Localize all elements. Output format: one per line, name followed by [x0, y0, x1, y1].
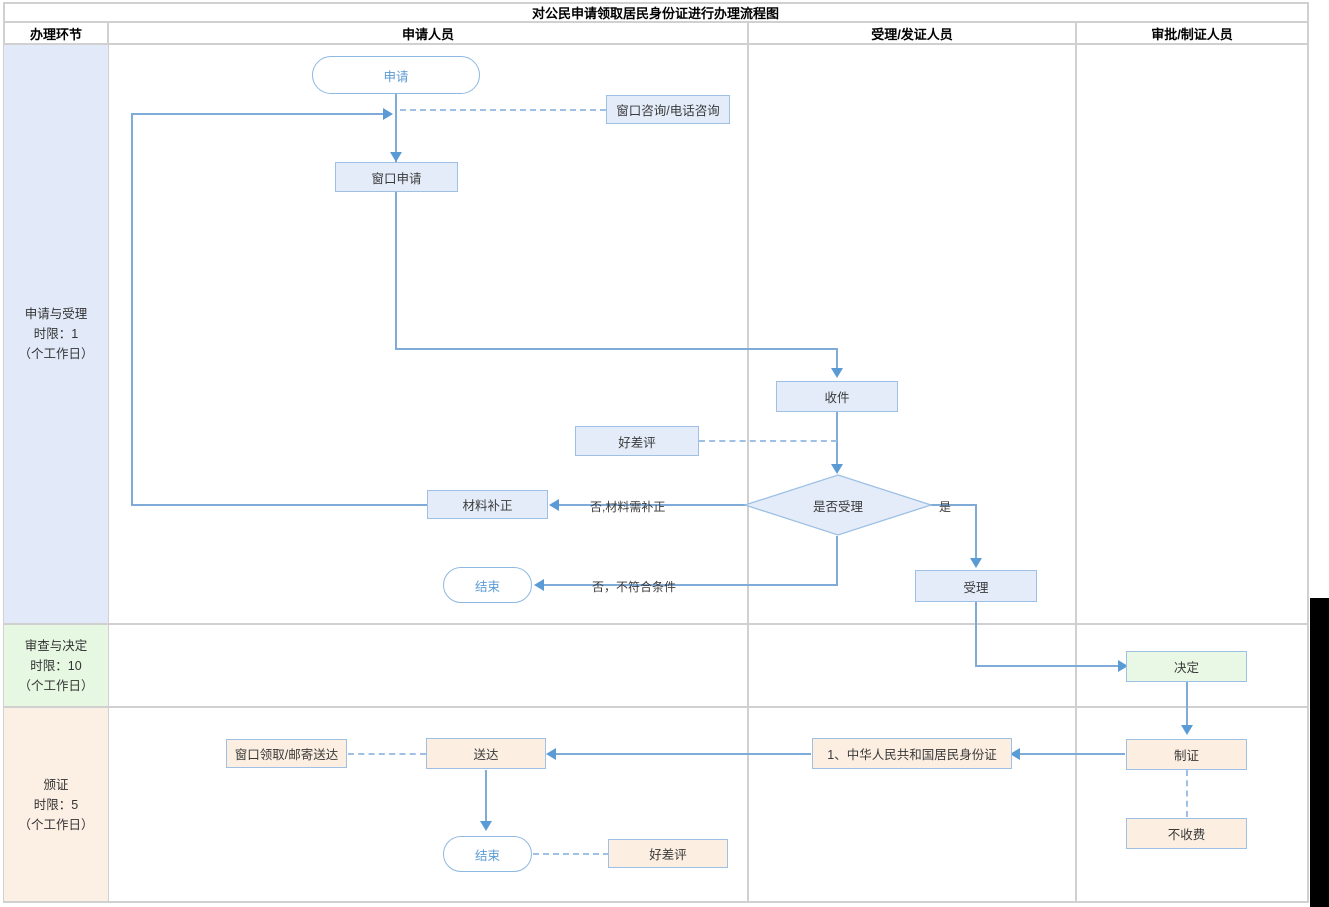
col-divider-3 — [1075, 21, 1077, 903]
conn-deliver-to-end — [485, 770, 487, 826]
col-divider-1 — [107, 21, 109, 903]
arrow-to-end-bottom — [480, 821, 492, 831]
right-edge-artifact — [1310, 598, 1329, 907]
node-end-top[interactable]: 结束 — [443, 567, 532, 603]
table-top-border — [3, 2, 1309, 4]
node-accept[interactable]: 受理 — [915, 570, 1037, 602]
conn-accept-down — [975, 602, 977, 666]
dash-end-to-rating-bottom — [533, 853, 609, 855]
edge-label-not-qualified: 否，不符合条件 — [592, 580, 677, 594]
arrow-to-make-card — [1181, 725, 1193, 735]
conn-apply-to-window-apply — [395, 92, 397, 164]
stage-name-2: 审查与决定 — [24, 638, 88, 653]
column-header-acceptor: 受理/发证人员 — [871, 26, 953, 42]
conn-loop-bottom — [131, 504, 431, 506]
dash-rating-top — [699, 440, 837, 442]
stage-name-3: 颁证 — [43, 777, 69, 792]
column-header-applicant: 申请人员 — [401, 26, 454, 42]
arrow-to-window-apply — [390, 152, 402, 162]
dash-pickup-to-deliver — [348, 753, 426, 755]
conn-window-apply-down — [395, 191, 397, 349]
node-rating-bottom[interactable]: 好差评 — [608, 839, 728, 868]
arrow-to-material-fix — [549, 499, 559, 511]
conn-decision-yes-right — [906, 504, 977, 506]
node-pickup[interactable]: 窗口领取/邮寄送达 — [226, 739, 347, 768]
node-deliver[interactable]: 送达 — [426, 738, 546, 769]
node-consult[interactable]: 窗口咨询/电话咨询 — [606, 95, 730, 124]
dash-make-to-nofee — [1186, 770, 1188, 817]
stage-name-1: 申请与受理 — [24, 307, 88, 321]
conn-decision-yes-down — [975, 504, 977, 562]
node-receive[interactable]: 收件 — [776, 381, 898, 412]
conn-loop-top — [131, 113, 389, 115]
page-title: 对公民申请领取居民身份证进行办理流程图 — [531, 6, 779, 21]
node-no-fee[interactable]: 不收费 — [1126, 818, 1247, 849]
conn-decision-to-fix — [559, 504, 767, 506]
column-header-stage: 办理环节 — [29, 26, 82, 42]
conn-window-apply-right — [395, 348, 838, 350]
node-decide[interactable]: 决定 — [1126, 651, 1247, 682]
column-header-approver: 审批/制证人员 — [1151, 26, 1233, 42]
node-decision-accept[interactable]: 是否受理 — [744, 474, 932, 536]
diamond-shape-icon — [744, 474, 932, 536]
conn-decide-to-make — [1186, 682, 1188, 730]
arrow-to-decision — [831, 464, 843, 474]
node-id-card[interactable]: 1、中华人民共和国居民身份证 — [812, 738, 1012, 769]
node-end-bottom[interactable]: 结束 — [443, 836, 532, 872]
conn-to-receive-down — [836, 348, 838, 372]
arrow-to-decide — [1118, 660, 1128, 672]
node-window-apply[interactable]: 窗口申请 — [335, 162, 458, 192]
conn-make-to-idcard — [1020, 753, 1125, 755]
col-divider-2 — [747, 21, 749, 903]
arrow-to-end-top — [534, 579, 544, 591]
arrow-to-idcard — [1010, 748, 1020, 760]
stage-limit-3: 时限：5 — [33, 797, 79, 812]
stage-cell-review: 审查与决定 时限：10 （个工作日） — [4, 625, 108, 706]
node-make-card[interactable]: 制证 — [1126, 739, 1247, 770]
edge-label-yes: 是 — [939, 500, 952, 514]
node-material-fix[interactable]: 材料补正 — [427, 490, 548, 519]
dash-apply-to-consult — [400, 109, 606, 111]
arrow-to-deliver — [546, 748, 556, 760]
edge-label-need-fix: 否,材料需补正 — [590, 500, 666, 514]
stage-unit-2: （个工作日） — [18, 678, 94, 693]
stage-cell-issuance: 颁证 时限：5 （个工作日） — [4, 708, 108, 901]
stage-limit-2: 时限：10 — [30, 658, 82, 673]
arrow-loop-rejoin — [383, 108, 393, 120]
conn-decision-no-down — [836, 536, 838, 585]
conn-idcard-to-deliver — [556, 753, 811, 755]
arrow-to-receive — [831, 368, 843, 378]
title-row-divider — [3, 21, 1309, 23]
stage2-divider — [3, 706, 1309, 708]
node-rating-top[interactable]: 好差评 — [575, 426, 699, 456]
conn-accept-to-decide — [975, 665, 1124, 667]
arrow-to-accept — [970, 558, 982, 568]
stage-cell-application: 申请与受理 时限：1 （个工作日） — [4, 45, 108, 623]
conn-loop-left — [131, 113, 133, 506]
header-row-divider — [3, 43, 1309, 45]
stage1-divider — [3, 623, 1309, 625]
conn-decision-no-left — [544, 584, 838, 586]
stage-unit-3: （个工作日） — [18, 817, 94, 832]
table-bottom-border — [3, 901, 1309, 903]
node-apply[interactable]: 申请 — [312, 56, 480, 94]
table-right-border — [1307, 2, 1309, 903]
stage-limit-1: 时限：1 — [33, 327, 79, 341]
node-decision-label: 是否受理 — [812, 499, 863, 514]
stage-unit-1: （个工作日） — [18, 347, 94, 361]
conn-receive-to-decision — [836, 412, 838, 470]
